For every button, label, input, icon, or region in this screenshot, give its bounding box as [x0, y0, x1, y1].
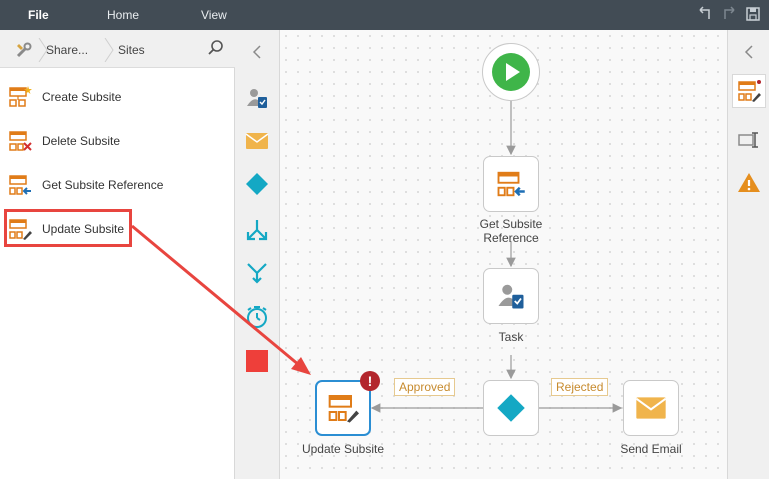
chevron-left-icon: [252, 45, 261, 59]
connector-label-rejected[interactable]: Rejected: [551, 378, 609, 396]
email-icon: [245, 133, 269, 149]
node-get-subsite-reference[interactable]: [483, 156, 539, 212]
node-label-line: Get Subsite: [479, 217, 543, 231]
update-subsite-icon: [9, 219, 32, 240]
node-update-subsite[interactable]: [315, 380, 371, 436]
breadcrumb-sites[interactable]: Sites: [118, 43, 145, 57]
play-icon: [492, 53, 530, 91]
task-user-icon: [498, 284, 524, 309]
action-label: Delete Subsite: [42, 134, 121, 148]
collapse-left-button[interactable]: [247, 42, 267, 62]
tool-email[interactable]: [243, 127, 271, 155]
breadcrumb-separator-icon: [104, 38, 114, 62]
node-label: Get Subsite Reference: [461, 217, 561, 245]
node-label: Send Email: [620, 442, 682, 456]
node-label: Update Subsite: [301, 442, 385, 456]
error-badge[interactable]: !: [360, 371, 380, 391]
node-label-line: Reference: [483, 231, 539, 245]
connector-label-approved[interactable]: Approved: [394, 378, 456, 396]
breadcrumb-tools[interactable]: [6, 39, 42, 61]
panel-warnings[interactable]: [732, 166, 766, 200]
action-label: Update Subsite: [42, 222, 125, 236]
node-send-email[interactable]: [623, 380, 679, 436]
node-decision[interactable]: [483, 380, 539, 436]
start-node[interactable]: [482, 43, 540, 101]
node-label: Task: [498, 330, 524, 344]
text-field-icon: [738, 132, 758, 148]
collapse-right-button[interactable]: [739, 42, 759, 62]
create-subsite-icon: [9, 86, 32, 107]
update-subsite-icon: [328, 395, 359, 423]
action-label: Get Subsite Reference: [42, 178, 164, 192]
merge-icon: [247, 263, 267, 284]
action-update-subsite[interactable]: Update Subsite: [0, 207, 235, 251]
node-task[interactable]: [483, 268, 539, 324]
update-subsite-icon: [738, 80, 761, 102]
panel-label-settings[interactable]: [732, 123, 766, 157]
chevron-left-icon: [744, 45, 753, 59]
undo-icon[interactable]: [697, 6, 713, 22]
tool-decision[interactable]: [243, 170, 271, 198]
stop-icon: [246, 350, 268, 372]
split-icon: [246, 220, 268, 241]
menu-view[interactable]: View: [201, 8, 227, 22]
redo-icon[interactable]: [721, 6, 737, 22]
search-button[interactable]: [207, 39, 225, 60]
decision-diamond-icon: [246, 173, 268, 195]
tool-stop[interactable]: [243, 347, 271, 375]
panel-action-properties[interactable]: [732, 74, 766, 108]
action-get-subsite-reference[interactable]: Get Subsite Reference: [0, 163, 235, 207]
actions-panel: Share... Sites Create Subsite Delete Sub…: [0, 30, 235, 479]
email-icon: [635, 397, 667, 419]
action-delete-subsite[interactable]: Delete Subsite: [0, 119, 235, 163]
tools-icon: [16, 42, 32, 58]
delete-subsite-icon: [9, 131, 32, 151]
highlight-box: [4, 209, 132, 247]
workflow-canvas[interactable]: Get Subsite Reference Task ! Update Subs…: [280, 30, 727, 479]
get-subsite-reference-icon: [9, 175, 31, 195]
menu-home[interactable]: Home: [107, 8, 140, 22]
breadcrumb-separator-icon: [38, 38, 48, 62]
properties-panel: [727, 30, 769, 479]
tool-split[interactable]: [243, 216, 271, 244]
action-label: Create Subsite: [42, 90, 122, 104]
tool-merge[interactable]: [243, 259, 271, 287]
breadcrumb: Share... Sites: [0, 30, 235, 68]
toolbox: [235, 30, 280, 479]
warning-icon: [738, 173, 760, 192]
action-create-subsite[interactable]: Create Subsite: [0, 75, 235, 119]
search-icon: [208, 40, 223, 55]
task-user-icon: [247, 89, 267, 108]
decision-diamond-icon: [497, 394, 525, 422]
breadcrumb-share[interactable]: Share...: [46, 43, 89, 57]
top-menu-bar: File Home View: [0, 0, 769, 30]
connectors: [370, 101, 623, 413]
save-icon[interactable]: [745, 6, 761, 22]
tool-timer[interactable]: [243, 303, 271, 331]
top-icons: [697, 6, 761, 22]
get-subsite-reference-icon: [497, 171, 525, 197]
timer-icon: [247, 306, 267, 328]
tool-task[interactable]: [243, 84, 271, 112]
menu-file[interactable]: File: [28, 8, 49, 22]
